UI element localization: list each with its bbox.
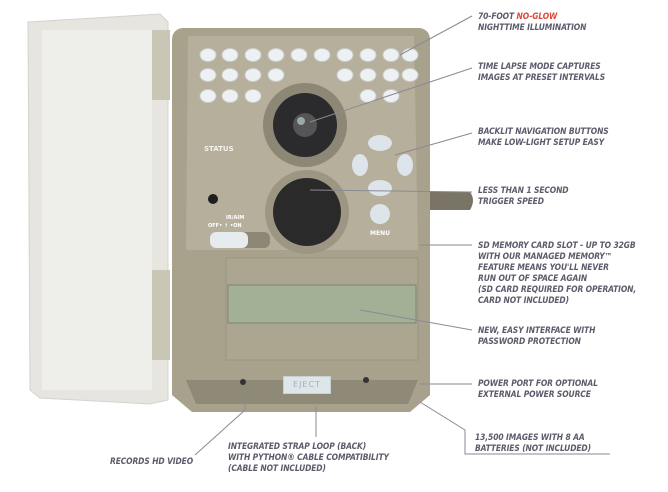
ir-led — [359, 68, 377, 82]
navigation-buttons[interactable] — [352, 135, 413, 224]
no-glow-highlight: NO-GLOW — [516, 11, 558, 21]
callout-lines — [194, 15, 610, 456]
callout-line: WITH PYTHON® CABLE COMPATIBILITY — [228, 452, 389, 462]
ir-led — [267, 68, 285, 82]
callout-illumination: 70-FOOT NO-GLOW NIGHTTIME ILLUMINATION — [478, 11, 586, 33]
ir-led — [199, 89, 217, 103]
callout-line: LESS THAN 1 SECOND — [478, 185, 569, 195]
ir-led — [221, 68, 239, 82]
ir-led — [221, 48, 239, 62]
ir-led — [244, 89, 262, 103]
ir-led — [336, 48, 354, 62]
callout-line: (SD CARD REQUIRED FOR OPERATION, — [478, 284, 637, 294]
ir-led — [290, 48, 308, 62]
callout-line: MAKE LOW-LIGHT SETUP EASY — [478, 137, 605, 147]
ir-led — [401, 68, 419, 82]
callout-strap: INTEGRATED STRAP LOOP (BACK)WITH PYTHON®… — [228, 441, 389, 474]
callout-line: TRIGGER SPEED — [478, 196, 544, 206]
callout-line: CARD NOT INCLUDED) — [478, 295, 569, 305]
callout-line: FEATURE MEANS YOU'LL NEVER — [478, 262, 609, 272]
callout-line: (CABLE NOT INCLUDED) — [228, 463, 326, 473]
ir-led — [244, 68, 262, 82]
callout-text: NIGHTTIME ILLUMINATION — [478, 22, 587, 32]
ir-led — [244, 48, 262, 62]
pir-sensor — [273, 178, 341, 246]
ir-led — [199, 48, 217, 62]
ir-led-array — [199, 48, 419, 103]
lcd-screen — [227, 284, 417, 324]
callout-line: RUN OUT OF SPACE AGAIN — [478, 273, 588, 283]
ir-led — [336, 68, 354, 82]
ir-led — [359, 48, 377, 62]
eject-button[interactable]: EJECT — [283, 376, 331, 394]
menu-label: MENU — [370, 230, 390, 237]
callout-text: 70-FOOT — [478, 11, 517, 21]
callout-line: EXTERNAL POWER SOURCE — [478, 389, 591, 399]
callout-line: 13,500 IMAGES WITH 8 AA — [475, 432, 585, 442]
ir-led — [199, 68, 217, 82]
callout-line: BATTERIES (NOT INCLUDED) — [475, 443, 591, 453]
switch-positions: OFF• ↑ •ON — [208, 223, 242, 229]
ir-led — [221, 89, 239, 103]
callout-line: INTEGRATED STRAP LOOP (BACK) — [228, 441, 367, 451]
callout-line: IMAGES AT PRESET INTERVALS — [478, 72, 606, 82]
ir-led — [313, 48, 331, 62]
open-door — [27, 13, 170, 405]
ir-led — [382, 48, 400, 62]
callout-line: PASSWORD PROTECTION — [478, 336, 581, 346]
callout-line: TIME LAPSE MODE CAPTURES — [478, 61, 601, 71]
callout-line: POWER PORT FOR OPTIONAL — [478, 378, 598, 388]
callout-line: WITH OUR MANAGED MEMORY™ — [478, 251, 612, 261]
ir-aim-switch[interactable] — [210, 232, 248, 248]
switch-label: IR/AIM — [226, 215, 245, 221]
light-sensor — [208, 194, 218, 204]
callout-line: SD MEMORY CARD SLOT - UP TO 32GB — [478, 240, 636, 250]
status-label: STATUS — [204, 145, 234, 153]
ir-led — [267, 48, 285, 62]
ir-led — [382, 68, 400, 82]
callout-line: RECORDS HD VIDEO — [110, 456, 194, 466]
callout-hd-video: RECORDS HD VIDEO — [110, 456, 193, 467]
ir-led — [382, 89, 400, 103]
ir-led — [401, 48, 419, 62]
callout-line: BACKLIT NAVIGATION BUTTONS — [478, 126, 609, 136]
power-port — [363, 377, 369, 383]
callout-line: NEW, EASY INTERFACE WITH — [478, 325, 596, 335]
strap-bracket — [420, 192, 473, 210]
